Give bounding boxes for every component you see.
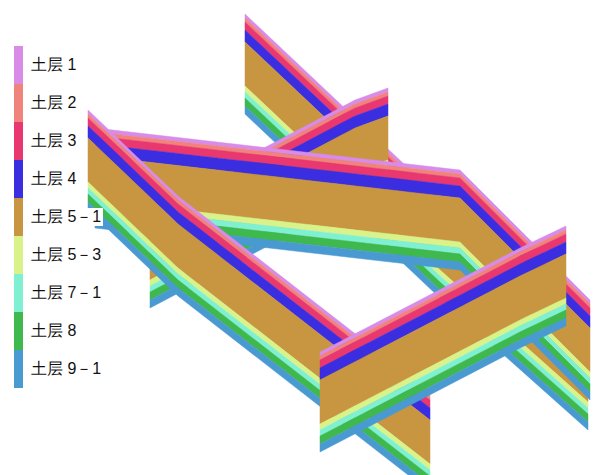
- legend-swatch: [14, 198, 23, 236]
- legend-item: 土层 4: [14, 160, 103, 198]
- legend-swatch: [14, 160, 23, 198]
- soil-panel: [320, 226, 566, 452]
- legend-item: 土层 2: [14, 84, 103, 122]
- soil-stripe: [320, 304, 566, 436]
- legend-item: 土层 5－1: [14, 198, 103, 236]
- legend-swatch: [14, 274, 23, 312]
- legend-swatch: [14, 46, 23, 84]
- legend-label: 土层 8: [29, 322, 78, 340]
- legend-swatch: [14, 84, 23, 122]
- legend-label: 土层 9－1: [29, 360, 103, 378]
- soil-stripe: [320, 310, 566, 444]
- legend-label: 土层 5－1: [29, 208, 103, 226]
- legend-label: 土层 3: [29, 132, 78, 150]
- legend-label: 土层 4: [29, 170, 78, 188]
- legend-item: 土层 1: [14, 46, 103, 84]
- legend-item: 土层 5－3: [14, 236, 103, 274]
- legend-item: 土层 9－1: [14, 350, 103, 388]
- legend-label: 土层 1: [29, 56, 78, 74]
- legend-swatch: [14, 122, 23, 160]
- soil-stripe: [320, 318, 566, 452]
- legend-item: 土层 3: [14, 122, 103, 160]
- legend-item: 土层 8: [14, 312, 103, 350]
- legend-item: 土层 7－1: [14, 274, 103, 312]
- legend: 土层 1 土层 2 土层 3 土层 4 土层 5－1 土层 5－3 土层 7－1 土层 8 土层…: [14, 46, 103, 388]
- legend-label: 土层 7－1: [29, 284, 103, 302]
- soil-panels: [88, 14, 590, 475]
- legend-label: 土层 2: [29, 94, 78, 112]
- legend-swatch: [14, 236, 23, 274]
- legend-swatch: [14, 350, 23, 388]
- legend-label: 土层 5－3: [29, 246, 103, 264]
- soil-stripe: [320, 298, 566, 430]
- legend-swatch: [14, 312, 23, 350]
